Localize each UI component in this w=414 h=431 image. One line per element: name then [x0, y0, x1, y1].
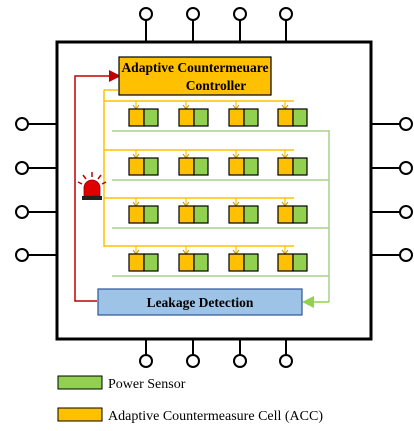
acc-cell	[128, 205, 145, 224]
left-pin-pad	[15, 248, 29, 262]
alarm-path	[74, 70, 121, 302]
power-sensor	[243, 108, 259, 127]
acc-cell	[128, 253, 145, 272]
acc-grid	[128, 108, 308, 272]
legend-acc-label: Adaptive Countermeasure Cell (ACC)	[108, 409, 323, 424]
top-pin-pad	[139, 7, 153, 21]
acc-cell	[228, 253, 245, 272]
left-pin-pad	[15, 205, 29, 219]
left-pin-pad	[15, 161, 29, 175]
acc-cell	[178, 253, 195, 272]
acc-cell	[178, 108, 195, 127]
acc-cell	[228, 108, 245, 127]
bottom-pin-pad	[233, 354, 247, 368]
acc-cell	[277, 108, 294, 127]
power-sensor	[243, 205, 259, 224]
power-sensor	[143, 205, 159, 224]
acc-cell	[128, 108, 145, 127]
controller-block	[118, 56, 272, 96]
power-sensor	[143, 253, 159, 272]
power-sensor	[243, 253, 259, 272]
power-sensor	[292, 253, 308, 272]
acc-cell	[178, 205, 195, 224]
acc-cell	[277, 253, 294, 272]
acc-cell	[128, 157, 145, 176]
power-sensor	[243, 157, 259, 176]
power-sensor	[292, 157, 308, 176]
leakage-detection-block	[97, 288, 303, 316]
controller-label-line2: Controller	[186, 78, 247, 93]
power-sensor	[143, 108, 159, 127]
power-sensor	[193, 108, 209, 127]
power-sensor	[292, 205, 308, 224]
right-pin-pad	[399, 117, 413, 131]
power-sensor	[143, 157, 159, 176]
power-sensor	[193, 157, 209, 176]
alarm-siren-icon	[77, 172, 107, 200]
wiring	[74, 70, 330, 308]
right-pin-pad	[399, 161, 413, 175]
acc-cell	[228, 157, 245, 176]
legend-power-sensor-label: Power Sensor	[108, 377, 186, 392]
acc-cell	[228, 205, 245, 224]
acc-cell	[277, 205, 294, 224]
power-sensor	[193, 253, 209, 272]
legend-acc-swatch	[57, 407, 103, 422]
power-sensor	[292, 108, 308, 127]
top-pin-pad	[233, 7, 247, 21]
right-pin-pad	[399, 205, 413, 219]
bottom-pin-pad	[279, 354, 293, 368]
controller-label-line1: Adaptive Countermeuare	[121, 60, 268, 75]
left-pin-pad	[15, 117, 29, 131]
right-pin-pad	[399, 248, 413, 262]
chip-pins	[15, 7, 413, 368]
top-pin-pad	[279, 7, 293, 21]
top-pin-pad	[186, 7, 200, 21]
acc-cell	[277, 157, 294, 176]
acc-cell	[178, 157, 195, 176]
leakage-detection-label: Leakage Detection	[147, 295, 254, 310]
bottom-pin-pad	[139, 354, 153, 368]
power-sensor	[193, 205, 209, 224]
legend: Power Sensor Adaptive Countermeasure Cel…	[57, 375, 323, 424]
legend-power-sensor-swatch	[57, 375, 103, 390]
bottom-pin-pad	[186, 354, 200, 368]
